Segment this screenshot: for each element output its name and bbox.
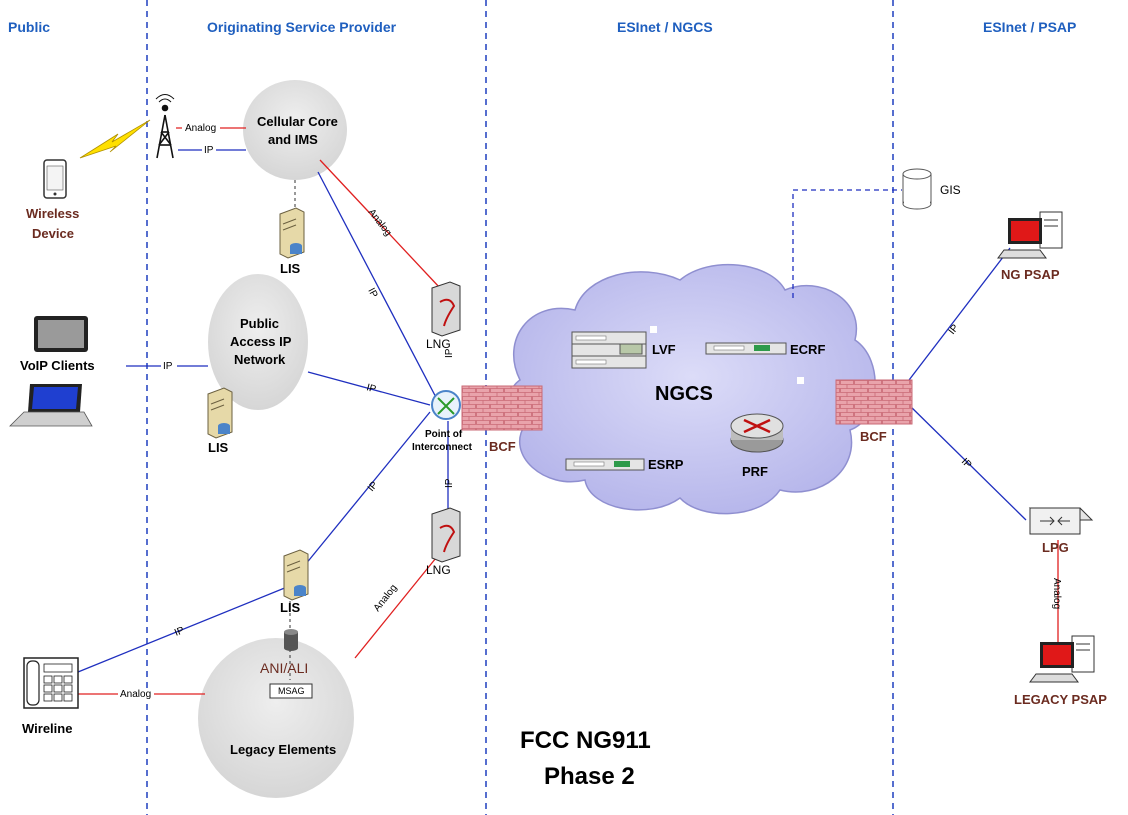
- msag-box: [269, 683, 313, 699]
- ngcs-cloud: [508, 263, 876, 515]
- caption-line-2: Phase 2: [544, 763, 635, 790]
- public-access-label-3: Network: [234, 352, 286, 367]
- label-analog-lpg: Analog: [1051, 578, 1062, 609]
- router-icon: [730, 413, 784, 453]
- ani-ali-label: ANI/ALI: [260, 660, 308, 676]
- lng-gateway-icon: [431, 281, 461, 337]
- label-ip-public-poi: IP: [365, 382, 377, 395]
- legacy-elements-label: Legacy Elements: [230, 742, 336, 757]
- label-ip-tower: IP: [204, 145, 214, 156]
- public-access-label-1: Public: [240, 316, 279, 331]
- link-bcf-lpg-ip: [905, 401, 1027, 521]
- label-ip-wireline-lis: IP: [173, 625, 186, 639]
- cellular-core-bubble: [243, 80, 347, 180]
- esrp-label: ESRP: [648, 457, 684, 472]
- lis-label-2: LIS: [208, 440, 229, 455]
- public-access-bubble: [208, 274, 308, 410]
- lvf-server-icon: [571, 331, 647, 369]
- lis-server-icon: [207, 387, 233, 439]
- msag-label: MSAG: [278, 686, 305, 696]
- wireline-label: Wireline: [22, 721, 72, 736]
- section-psap: ESInet / PSAP: [983, 19, 1076, 35]
- label-analog-tower: Analog: [185, 123, 216, 134]
- lng-gateway-icon: [431, 507, 461, 563]
- prf-label: PRF: [742, 464, 768, 479]
- voip-clients-label: VoIP Clients: [20, 358, 95, 373]
- ecrf-server-icon: [705, 342, 787, 355]
- gis-label: GIS: [940, 183, 961, 197]
- label-ip-lng-poi-top: IP: [444, 348, 455, 358]
- laptop-icon: [9, 384, 93, 427]
- link-cellular-poi-ip: [317, 171, 441, 406]
- link-ngcs-gis: [792, 189, 902, 298]
- section-osp: Originating Service Provider: [207, 19, 397, 35]
- bcf-left-label: BCF: [489, 439, 516, 454]
- white-square: [797, 377, 804, 384]
- firewall-left: [461, 385, 543, 431]
- bcf-right-label: BCF: [860, 429, 887, 444]
- link-lis-poi-ip: [304, 411, 431, 566]
- label-ip-ngpsap: IP: [947, 322, 962, 336]
- label-ip-lpg: IP: [959, 456, 974, 471]
- ngcs-label: NGCS: [655, 383, 713, 405]
- poi-label-1: Point of: [425, 429, 463, 440]
- link-bcf-ngpsap-ip: [905, 247, 1011, 385]
- lng-label-2: LNG: [426, 563, 451, 577]
- lvf-label: LVF: [652, 342, 676, 357]
- lis-label-1: LIS: [280, 261, 301, 276]
- database-icon: [284, 629, 298, 651]
- white-square: [650, 326, 657, 333]
- lis-label-3: LIS: [280, 600, 301, 615]
- section-ngcs: ESInet / NGCS: [617, 19, 713, 35]
- cellular-core-label-2: and IMS: [268, 132, 318, 147]
- legacy-elements-bubble: [198, 638, 354, 798]
- interconnect-icon: [431, 390, 461, 420]
- lpg-gateway-icon: [1028, 507, 1094, 535]
- public-access-label-2: Access IP: [230, 334, 292, 349]
- label-ip-cellular-poi: IP: [365, 286, 379, 300]
- cellular-core-label-1: Cellular Core: [257, 114, 338, 129]
- ecrf-label: ECRF: [790, 342, 825, 357]
- link-cellular-lng-analog: [319, 159, 441, 289]
- desk-phone-icon: [23, 657, 79, 709]
- wireless-device-label-2: Device: [32, 226, 74, 241]
- label-analog-wireline: Analog: [120, 689, 151, 700]
- wireless-device-label-1: Wireless: [26, 206, 79, 221]
- computer-icon: [997, 211, 1063, 259]
- esrp-server-icon: [565, 458, 645, 471]
- computer-icon: [1029, 635, 1095, 683]
- lpg-label: LPG: [1042, 540, 1069, 555]
- label-ip-voip: IP: [163, 361, 173, 372]
- lng-label-1: LNG: [426, 337, 451, 351]
- label-ip-lis-poi: IP: [366, 479, 381, 494]
- firewall-right: [835, 379, 913, 425]
- link-wireline-lis-ip: [77, 584, 293, 673]
- lightning-icon: [79, 119, 151, 159]
- link-legacy-lng-analog: [354, 552, 441, 659]
- section-public: Public: [8, 19, 50, 35]
- poi-label-2: Interconnect: [412, 442, 473, 453]
- phone-icon: [43, 159, 67, 199]
- gis-database-icon: [902, 168, 932, 210]
- lis-server-icon: [279, 207, 305, 259]
- cell-tower-icon: [155, 94, 175, 159]
- legacy-psap-label: LEGACY PSAP: [1014, 692, 1107, 707]
- label-analog-cellular-lng: Analog: [366, 207, 394, 238]
- ng-psap-label: NG PSAP: [1001, 267, 1060, 282]
- tablet-icon: [34, 316, 88, 352]
- lis-server-icon: [283, 549, 309, 601]
- ip-links: [77, 149, 1027, 673]
- link-public-poi-ip: [307, 371, 431, 406]
- label-ip-poi-lng: IP: [444, 478, 455, 488]
- caption-line-1: FCC NG911: [520, 727, 651, 754]
